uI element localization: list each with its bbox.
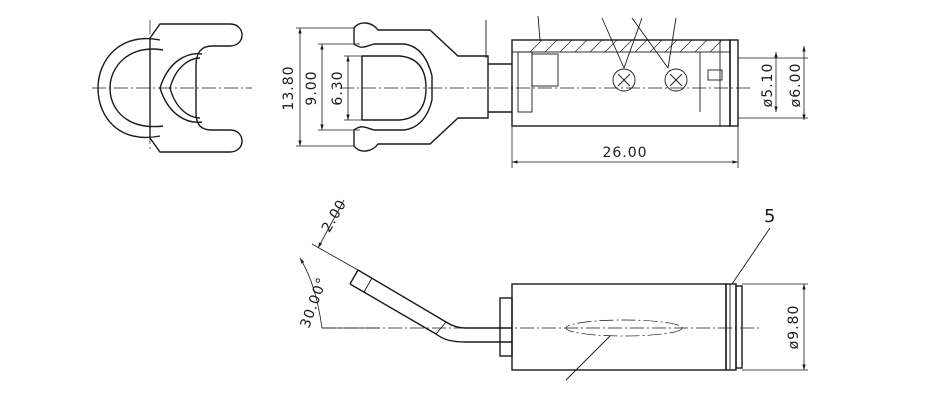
dim-length: 26.00 (602, 145, 647, 161)
dim-dia-inner: ø5.10 (760, 63, 776, 108)
hatch-pattern (529, 39, 723, 53)
dim-bend-angle: 30.00° (298, 275, 331, 330)
callout-item-5: 5 (764, 206, 775, 227)
dimensions-view-2: 13.80 9.00 6.30 26.00 ø5.10 ø6.00 (281, 27, 808, 168)
side-section-view (340, 15, 750, 152)
end-view (92, 20, 252, 153)
dim-dia-outer: ø6.00 (788, 63, 804, 108)
dim-bend-offset: 2.00 (319, 197, 350, 235)
dim-height-outer: 13.80 (281, 65, 297, 110)
dim-body-dia: ø9.80 (786, 305, 802, 350)
dim-height-mid: 9.00 (304, 70, 320, 105)
bent-plug-view: 5 (322, 206, 775, 381)
dim-height-inner: 6.30 (330, 70, 346, 105)
